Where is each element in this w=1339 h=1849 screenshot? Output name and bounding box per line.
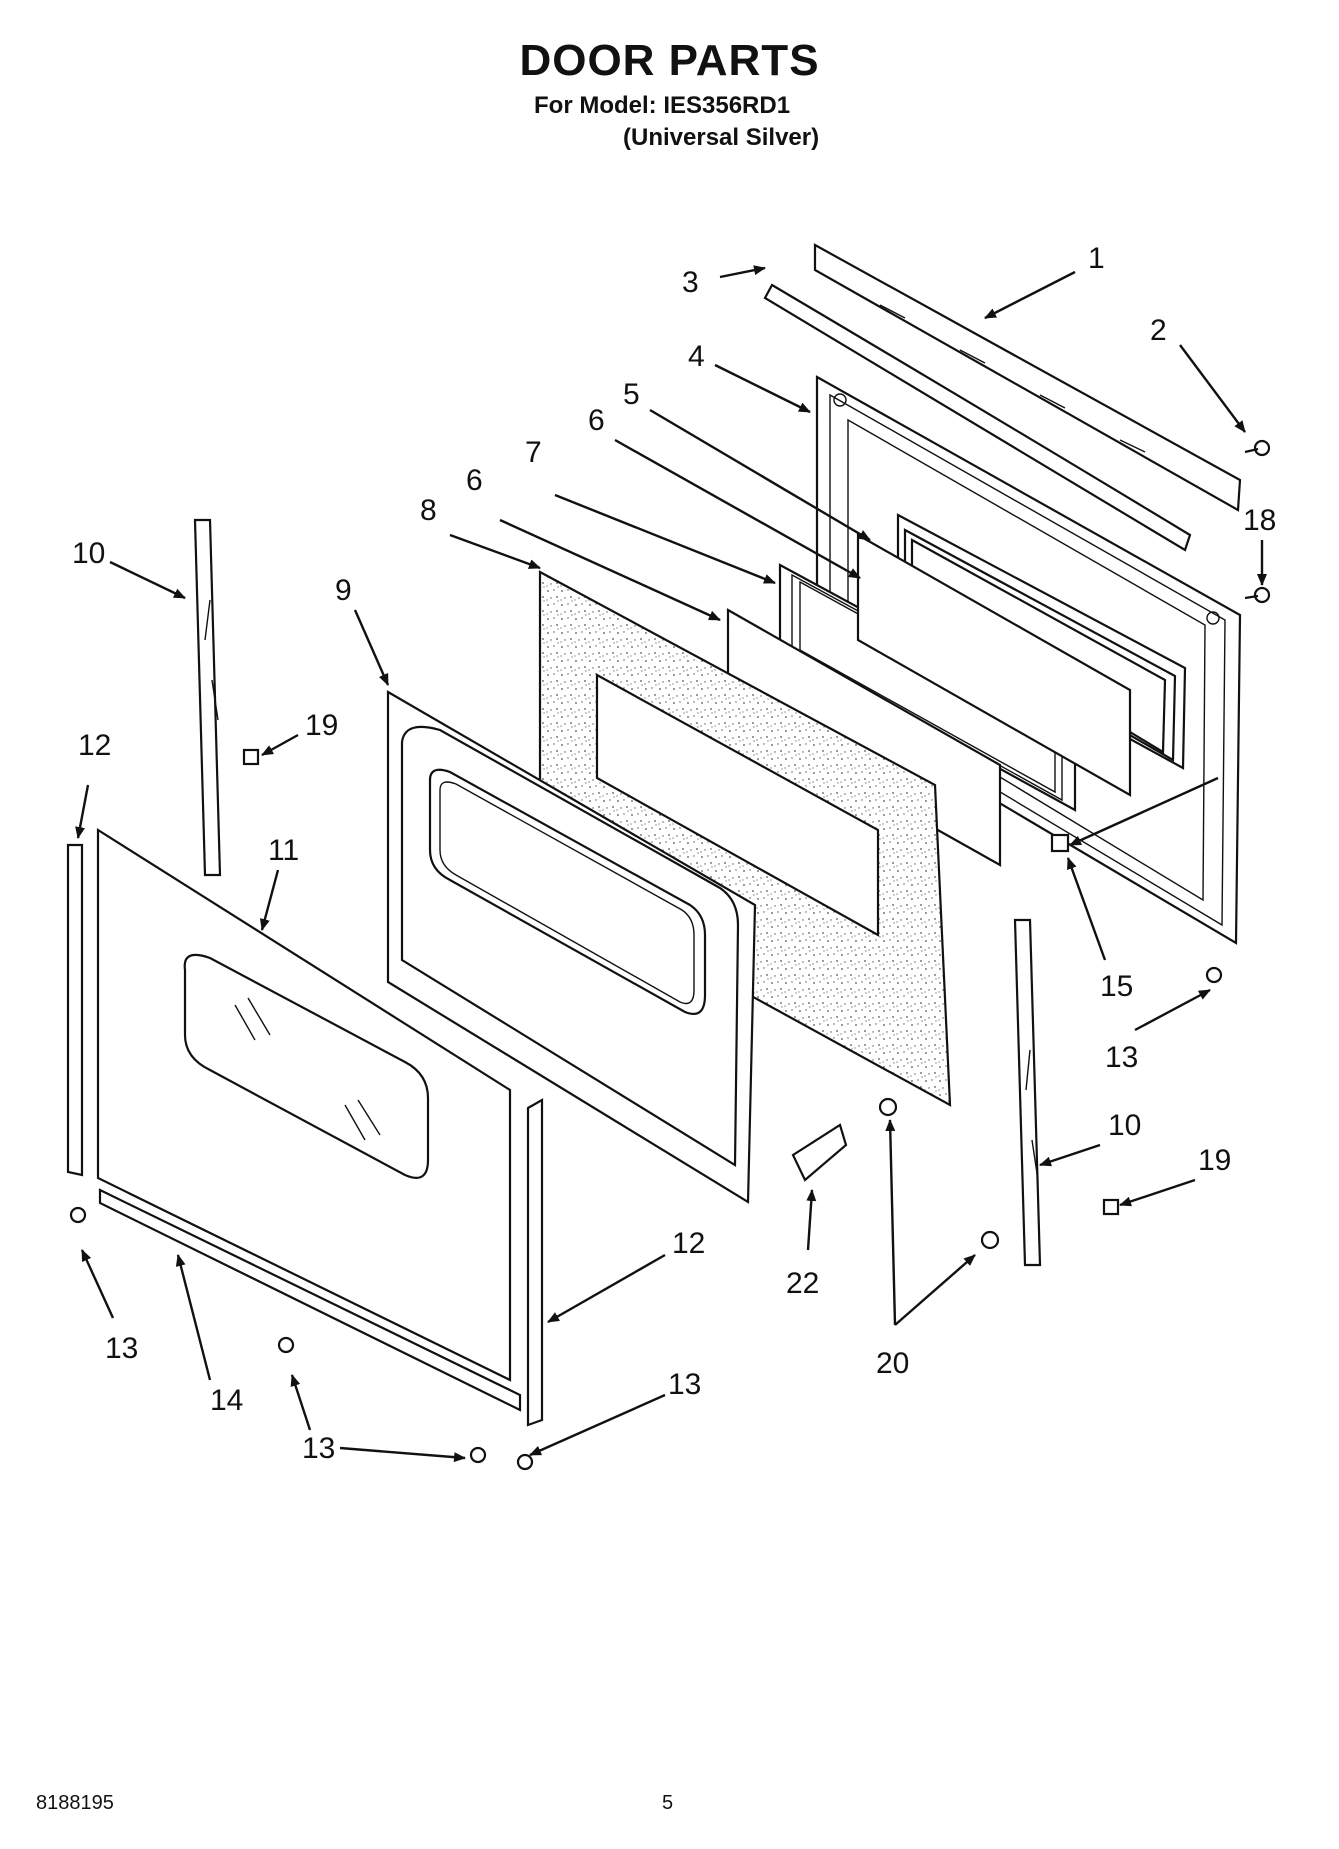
callout-10-left: 10: [72, 537, 105, 570]
callout-20: 20: [876, 1347, 909, 1380]
callout-15: 15: [1100, 970, 1133, 1003]
callout-1: 1: [1088, 242, 1105, 275]
door-bracket: [791, 1123, 848, 1182]
spring-clip-right: [1102, 1198, 1120, 1216]
callout-6a: 6: [588, 404, 605, 437]
callout-11: 11: [268, 834, 299, 867]
model-variant: (Universal Silver): [623, 124, 820, 151]
side-trim-right: [526, 1098, 544, 1427]
callout-5: 5: [623, 378, 640, 411]
door-insulation: [538, 570, 952, 1107]
callout-13a: 13: [1105, 1041, 1138, 1074]
door-vent-trim: [813, 243, 1242, 512]
callout-4: 4: [688, 340, 705, 373]
outer-door-panel: [96, 828, 512, 1382]
callout-12-right: 12: [672, 1227, 705, 1260]
screw-icon: [69, 1206, 87, 1224]
leader-lines: [75, 265, 1267, 1463]
screw-icon: [516, 1453, 534, 1471]
screw-icon: [980, 1230, 1000, 1250]
page-number: 5: [662, 1792, 674, 1814]
door-liner: [386, 690, 757, 1204]
callout-10-right: 10: [1108, 1109, 1141, 1142]
document-number: 8188195: [36, 1792, 114, 1814]
callout-19-left: 19: [305, 709, 338, 742]
door-handle: [763, 283, 1192, 552]
spring-clip-left: [242, 748, 260, 766]
screw-icon: [878, 1097, 898, 1117]
callout-13c: 13: [302, 1432, 335, 1465]
callout-9: 9: [335, 574, 352, 607]
callout-14: 14: [210, 1384, 243, 1417]
screw-icon: [469, 1446, 487, 1464]
hinge-left: [193, 518, 222, 877]
screws: [69, 439, 1271, 1471]
callout-labels: 1 2 3 4 5 6 6 7 8 9 10 10 11 12 12 13 13…: [72, 242, 1276, 1465]
callout-19-right: 19: [1198, 1144, 1231, 1177]
callout-3: 3: [682, 266, 699, 299]
callout-12-left: 12: [78, 729, 111, 762]
model-line: For Model: IES356RD1: [534, 92, 791, 119]
screw-icon: [1244, 586, 1271, 604]
callout-6b: 6: [466, 464, 483, 497]
screw-icon: [1205, 966, 1223, 984]
callout-13b: 13: [105, 1332, 138, 1365]
callout-13d: 13: [668, 1368, 701, 1401]
side-trim-left: [66, 843, 84, 1177]
callout-8: 8: [420, 494, 437, 527]
hinge-right: [1013, 918, 1042, 1267]
callout-7: 7: [525, 436, 542, 469]
callout-2: 2: [1150, 314, 1167, 347]
page-title: DOOR PARTS: [519, 36, 820, 85]
screw-icon: [277, 1336, 295, 1354]
callout-22: 22: [786, 1267, 819, 1300]
door-clip: [1050, 833, 1070, 853]
callout-18: 18: [1243, 504, 1276, 537]
screw-icon: [1244, 439, 1271, 457]
bottom-door-trim: [98, 1188, 522, 1412]
